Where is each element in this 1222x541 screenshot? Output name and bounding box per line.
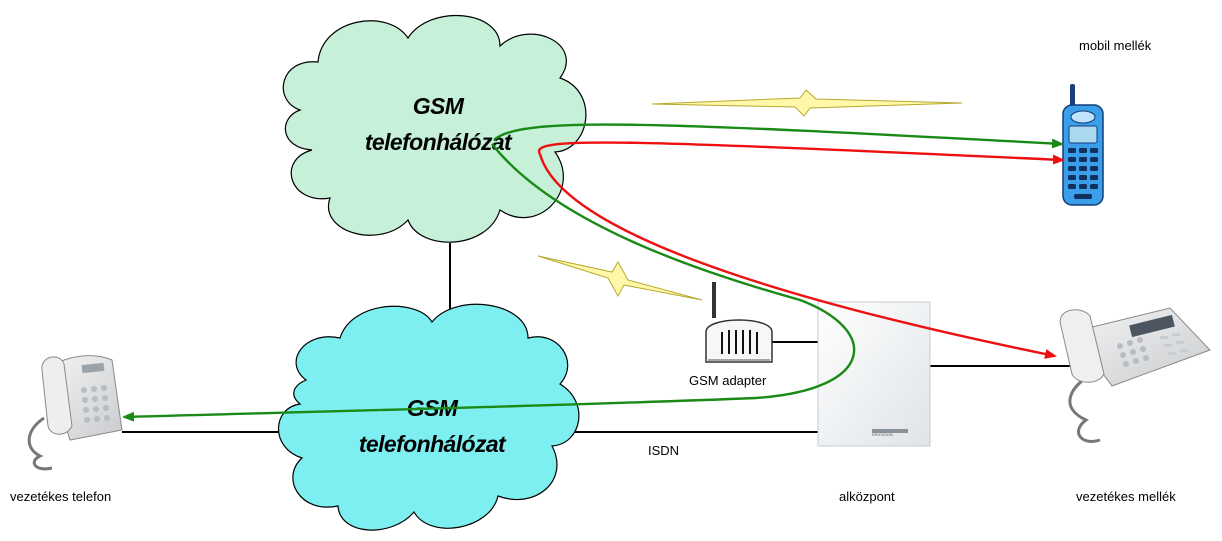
pbx-brand-label: ERICSSON bbox=[872, 432, 893, 437]
lightning-icon bbox=[537, 255, 703, 301]
cloud-top-subtitle: telefonhálózat bbox=[365, 129, 513, 155]
call-path-green-to-landline bbox=[122, 143, 856, 422]
label-gsm-adapter: GSM adapter bbox=[689, 373, 767, 388]
call-path-green-to-mobile bbox=[493, 123, 1064, 149]
lightning-icon bbox=[651, 89, 963, 117]
call-path-red-to-desk-phone bbox=[538, 153, 1057, 359]
gsm-adapter-icon bbox=[705, 282, 773, 363]
landline-phone-icon bbox=[27, 355, 123, 471]
call-path-red-to-mobile bbox=[537, 141, 1065, 165]
label-desk-extension: vezetékes mellék bbox=[1076, 489, 1176, 504]
label-landline-phone: vezetékes telefon bbox=[10, 489, 111, 504]
pbx-cabinet-icon: ERICSSON bbox=[817, 301, 931, 447]
cloud-top-title: GSM bbox=[413, 93, 465, 119]
label-mobile-extension: mobil mellék bbox=[1079, 38, 1152, 53]
label-pbx: alközpont bbox=[839, 489, 895, 504]
mobile-phone-icon bbox=[1062, 84, 1104, 206]
cloud-bottom-subtitle: telefonhálózat bbox=[359, 431, 507, 457]
label-isdn: ISDN bbox=[648, 443, 679, 458]
gsm-network-cloud-bottom: GSM telefonhálózat bbox=[278, 303, 580, 531]
gsm-network-cloud-top: GSM telefonhálózat bbox=[282, 14, 587, 243]
desk-phone-icon bbox=[1059, 307, 1211, 443]
